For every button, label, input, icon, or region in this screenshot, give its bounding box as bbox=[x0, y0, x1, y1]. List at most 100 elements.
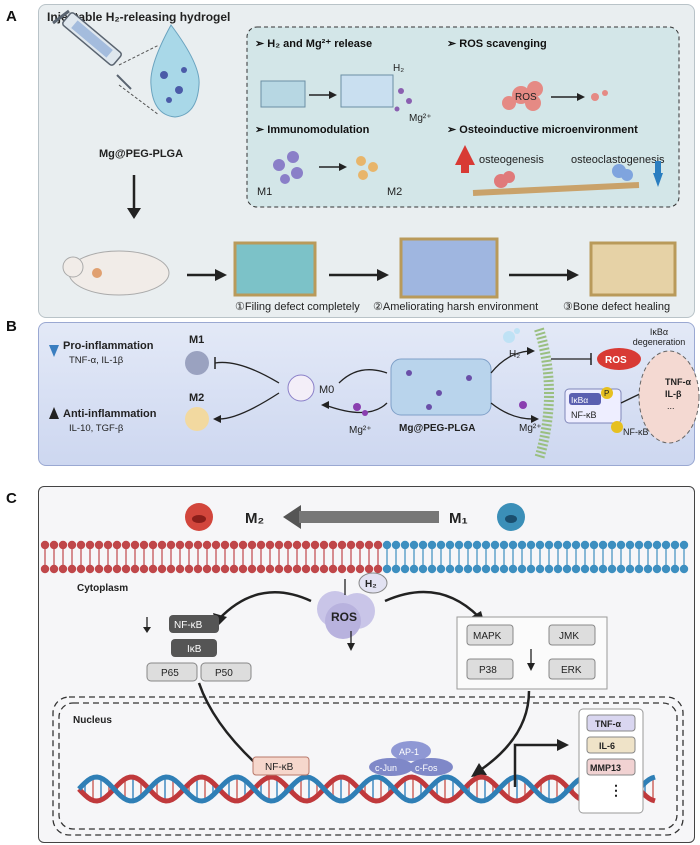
p38-box bbox=[466, 658, 514, 680]
up-arrow-icon bbox=[49, 407, 59, 419]
lipid-head bbox=[292, 564, 302, 574]
osteoclastogenesis-label: osteoclastogenesis bbox=[571, 154, 665, 166]
lipid-head bbox=[319, 564, 329, 574]
lipid-head bbox=[373, 540, 383, 550]
p50-label: P50 bbox=[215, 668, 233, 679]
mapk-label: MAPK bbox=[473, 631, 502, 642]
zoom-line bbox=[118, 44, 160, 66]
lipid-head bbox=[283, 540, 293, 550]
step-2-label: ②Ameliorating harsh environment bbox=[373, 301, 538, 313]
lipid-head bbox=[544, 540, 554, 550]
nucleus-outline bbox=[52, 696, 684, 836]
mechanism-box bbox=[246, 26, 680, 208]
gene-il6-label: IL-6 bbox=[599, 741, 615, 751]
lipid-head bbox=[67, 564, 77, 574]
lipid-head bbox=[121, 540, 131, 550]
lipid-head bbox=[409, 540, 419, 550]
lipid-head bbox=[634, 540, 644, 550]
lipid-head bbox=[58, 540, 68, 550]
ap1-label: AP-1 bbox=[399, 747, 419, 757]
defect-filled-block bbox=[233, 241, 317, 297]
lipid-head bbox=[193, 564, 203, 574]
lipid-head bbox=[391, 564, 401, 574]
lipid-head bbox=[274, 564, 284, 574]
panel-c-graphic: M₂ M₁ Cytoplasm ROS H₂ NF-κB IκB P65 P50… bbox=[40, 503, 689, 836]
lipid-head bbox=[139, 564, 149, 574]
cytoplasm-label: Cytoplasm bbox=[77, 583, 128, 594]
phospho-label: P bbox=[604, 389, 609, 398]
lipid-head bbox=[364, 540, 374, 550]
ros-heading: ➢ ROS scavenging bbox=[447, 38, 547, 50]
lipid-head bbox=[535, 564, 545, 574]
lipid-head bbox=[553, 564, 563, 574]
nucleus-icon bbox=[638, 350, 700, 444]
pro-inflammation-label: Pro-inflammation bbox=[63, 340, 154, 352]
lipid-head bbox=[85, 540, 95, 550]
lipid-head bbox=[499, 540, 509, 550]
lipid-head bbox=[643, 564, 653, 574]
lipid-head bbox=[580, 564, 590, 574]
lipid-head bbox=[256, 540, 266, 550]
lipid-head bbox=[319, 540, 329, 550]
lipid-head bbox=[58, 564, 68, 574]
lipid-head bbox=[40, 540, 50, 550]
healed-bone-block bbox=[589, 241, 677, 297]
lipid-head bbox=[625, 564, 635, 574]
lipid-head bbox=[130, 564, 140, 574]
lipid-head bbox=[49, 564, 59, 574]
lipid-head bbox=[526, 564, 536, 574]
gene-mmp13-box bbox=[586, 758, 636, 776]
lipid-head bbox=[211, 540, 221, 550]
degraded-hydrogel-icon bbox=[340, 74, 394, 108]
mapk-box bbox=[466, 624, 514, 646]
ikba-label: IκBα bbox=[571, 395, 588, 405]
lipid-head bbox=[85, 564, 95, 574]
lipid-head bbox=[418, 540, 428, 550]
lipid-head bbox=[625, 540, 635, 550]
lipid-head bbox=[229, 564, 239, 574]
lipid-head bbox=[247, 540, 257, 550]
material-label: Mg@PEG-PLGA bbox=[99, 148, 183, 160]
lipid-head bbox=[103, 564, 113, 574]
cfos-bubble bbox=[409, 758, 453, 776]
lipid-head bbox=[229, 540, 239, 550]
jmk-box bbox=[548, 624, 596, 646]
lipid-head bbox=[184, 564, 194, 574]
lipid-head bbox=[139, 540, 149, 550]
defect-environment-block bbox=[399, 237, 499, 299]
anti-cytokines-label: IL-10, TGF-β bbox=[69, 423, 124, 434]
lipid-head bbox=[337, 564, 347, 574]
release-heading: ➢ H₂ and Mg²⁺ release bbox=[255, 38, 372, 50]
lipid-head bbox=[436, 540, 446, 550]
step-1-label: ①Filing defect completely bbox=[235, 301, 360, 313]
panel-a: Injectable H₂-releasing hydrogel Mg@PEG-… bbox=[38, 4, 695, 318]
lipid-head bbox=[346, 564, 356, 574]
lipid-head bbox=[679, 540, 689, 550]
lipid-head bbox=[76, 540, 86, 550]
lipid-head bbox=[175, 540, 185, 550]
il-label-b: IL-β bbox=[665, 389, 682, 399]
p65-label: P65 bbox=[161, 668, 179, 679]
cjun-bubble bbox=[369, 758, 413, 776]
lipid-head bbox=[67, 540, 77, 550]
syringe-icon bbox=[52, 9, 132, 90]
lipid-head bbox=[310, 540, 320, 550]
h2-label-a: H₂ bbox=[393, 63, 404, 74]
lipid-head bbox=[337, 540, 347, 550]
osteogenesis-label: osteogenesis bbox=[479, 154, 544, 166]
up-arrow-icon bbox=[455, 145, 475, 165]
lipid-head bbox=[166, 564, 176, 574]
ros-label-b: ROS bbox=[605, 355, 627, 366]
lipid-head bbox=[382, 540, 392, 550]
lipid-head bbox=[121, 564, 131, 574]
lipid-head bbox=[112, 564, 122, 574]
m2-label-b: M2 bbox=[189, 392, 204, 404]
h2-label-b: H₂ bbox=[509, 349, 520, 360]
nfkb-label-c: NF-κB bbox=[174, 620, 203, 631]
lipid-head bbox=[346, 540, 356, 550]
lipid-head bbox=[427, 564, 437, 574]
osteo-heading: ➢ Osteoinductive microenvironment bbox=[447, 124, 638, 136]
lipid-head bbox=[202, 540, 212, 550]
gene-mmp13-label: MMP13 bbox=[590, 763, 621, 773]
